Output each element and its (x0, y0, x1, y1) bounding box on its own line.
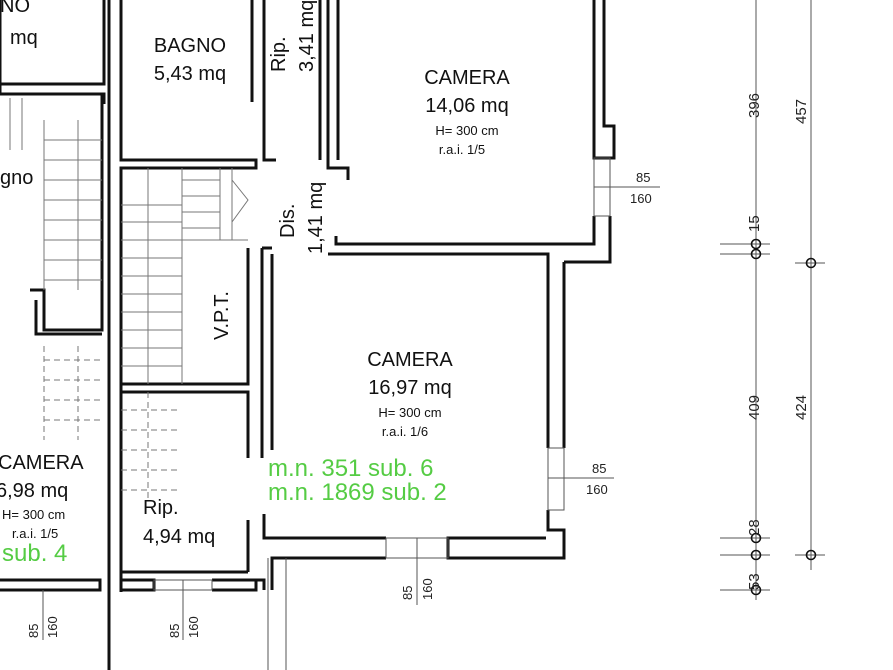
wall-camera-mid-bottom-right (446, 510, 566, 560)
wall-camera-top-right (592, 0, 616, 160)
dim-28: 28 (746, 519, 763, 536)
window-dim-5-width: 85 (167, 624, 182, 638)
dim-node (750, 549, 762, 561)
stairs (9, 98, 249, 500)
stair-rip-hidden (121, 392, 180, 500)
room-name-rip-top: Rip. (268, 36, 290, 72)
room-name-camera-left: CAMERA (0, 452, 84, 474)
room-area-camera-top: 14,06 mq (425, 95, 508, 117)
wall-camera-mid-bottom-left (262, 514, 386, 590)
room-area-rip-top: 3,41 mq (296, 0, 318, 72)
room-rai-camera-top: r.a.i. 1/5 (439, 142, 485, 157)
window-dim-2-height: 160 (586, 482, 608, 497)
window-dim-1-width: 85 (636, 170, 650, 185)
wall-bottom-a (121, 578, 156, 592)
room-name-rip-bottom: Rip. (143, 497, 179, 519)
room-area-camera-mid: 16,97 mq (368, 377, 451, 399)
stair-central-treads (121, 204, 248, 367)
room-name-dis: Dis. (277, 204, 299, 238)
wall-vpt (121, 248, 250, 386)
stair-arrow (231, 179, 249, 223)
wall-bottom-b (212, 578, 258, 592)
wall-left-stair-2 (34, 300, 102, 336)
room-area-camera-left: 6,98 mq (0, 480, 68, 502)
window-camera-mid (547, 447, 565, 511)
room-area-top-left: mq (10, 27, 38, 49)
chain-dimension-labels: 396 15 409 28 53 457 424 (746, 93, 810, 590)
room-height-camera-mid: H= 300 cm (378, 405, 441, 420)
stair-central-upper (182, 179, 220, 229)
window-dim-3-height: 160 (420, 578, 435, 600)
wall-bottom-left (0, 578, 102, 592)
stair-left-treads (44, 139, 102, 281)
dim-396: 396 (746, 93, 763, 118)
dim-457: 457 (793, 99, 810, 124)
walls (0, 0, 616, 670)
room-labels: NO mq gno BAGNO 5,43 mq Rip. 3,41 mq CAM… (0, 0, 510, 548)
window-dim-3-width: 85 (400, 586, 415, 600)
room-height-camera-top: H= 300 cm (435, 123, 498, 138)
wall-camera-mid-left (260, 248, 274, 458)
wall-camera-mid-top (328, 252, 550, 448)
dim-53: 53 (746, 573, 763, 590)
dim-node (750, 584, 762, 596)
dim-node (805, 257, 817, 269)
wall-bottom-c (256, 578, 266, 590)
dim-409: 409 (746, 395, 763, 420)
room-rai-camera-left: r.a.i. 1/5 (12, 526, 58, 541)
wall-camera-top-bottom (334, 216, 596, 246)
room-area-dis: 1,41 mq (305, 182, 327, 254)
room-name-camera-mid: CAMERA (367, 349, 453, 371)
wall-rip-bottom-top (121, 390, 250, 458)
window-dim-2-width: 85 (592, 461, 606, 476)
wall-left-stair (30, 94, 104, 332)
wall-top-left (0, 0, 106, 86)
wall-rip-left (262, 0, 276, 162)
cadastral-left: sub. 4 (2, 540, 67, 567)
window-dim-4-width: 85 (26, 624, 41, 638)
dim-15: 15 (746, 215, 763, 232)
wall-rip-bottom (119, 520, 250, 592)
room-area-bagno: 5,43 mq (154, 63, 226, 85)
dim-424: 424 (793, 395, 810, 420)
wall-top-left-2 (0, 0, 106, 104)
windows (42, 157, 660, 670)
room-name-camera-top: CAMERA (424, 67, 510, 89)
dim-node (750, 248, 762, 260)
cadastral-line-2: m.n. 1869 sub. 2 (268, 479, 447, 506)
dim-node (750, 238, 762, 250)
room-rai-camera-mid: r.a.i. 1/6 (382, 424, 428, 439)
cadastral-labels: m.n. 351 sub. 6 m.n. 1869 sub. 2 sub. 4 (2, 455, 447, 567)
stair-left-rails (9, 98, 79, 290)
dim-node (805, 549, 817, 561)
room-name-gno: gno (0, 167, 33, 189)
window-dim-5-height: 160 (186, 616, 201, 638)
room-name-top-left: NO (0, 0, 30, 17)
wall-camera-top-bottom-2 (564, 216, 612, 264)
wall-camera-top-left (326, 0, 350, 180)
window-dim-4-height: 160 (45, 616, 60, 638)
room-name-bagno: BAGNO (154, 35, 226, 57)
dimension-chain (720, 0, 825, 600)
window-dimensions: 85 160 85 160 85 160 85 160 85 160 (26, 170, 652, 638)
room-height-camera-left: H= 300 cm (2, 507, 65, 522)
cadastral-line-1: m.n. 351 sub. 6 (268, 455, 433, 482)
room-area-rip-bottom: 4,94 mq (143, 526, 215, 548)
window-dim-1-height: 160 (630, 191, 652, 206)
room-name-vpt: V.P.T. (211, 291, 233, 340)
wall-corridor-right (119, 0, 258, 572)
dim-node (750, 532, 762, 544)
stair-left-hidden (43, 346, 102, 440)
